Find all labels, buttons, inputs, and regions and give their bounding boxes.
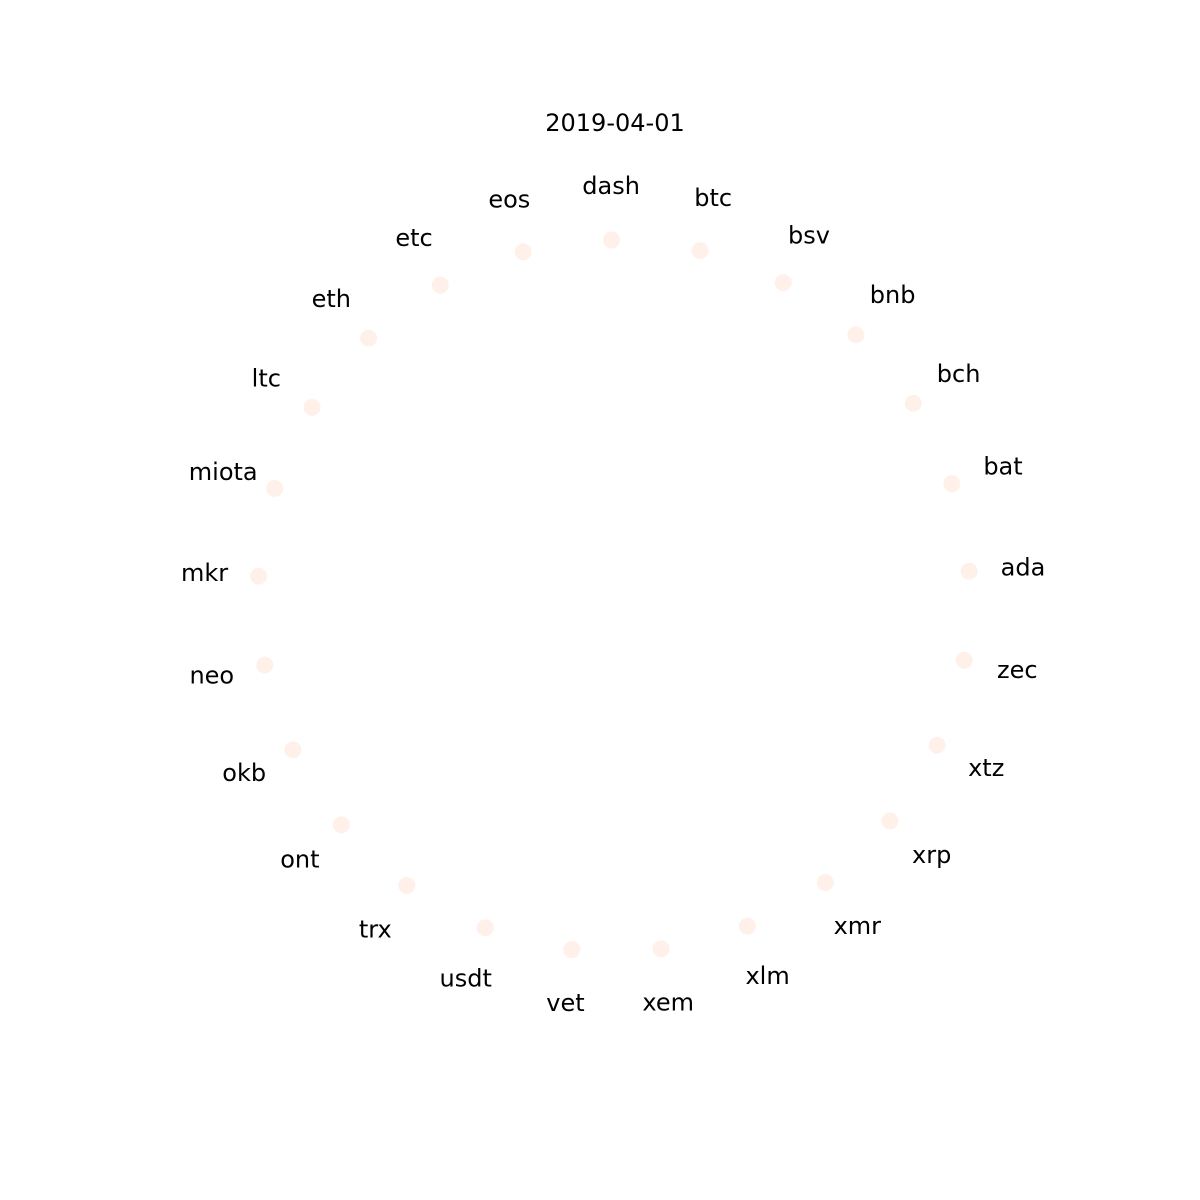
node-label-xmr: xmr	[834, 912, 882, 940]
node-miota	[266, 479, 284, 497]
node-label-miota: miota	[189, 458, 258, 486]
node-xrp	[881, 812, 899, 830]
node-xlm	[738, 917, 756, 935]
node-dash	[603, 231, 620, 249]
chart-title: 2019-04-01	[545, 109, 685, 137]
node-label-okb: okb	[222, 759, 266, 787]
labels-layer: btc bsv bnb bch bat ada zec xtz xrp xmr xlm xem vet u…	[181, 172, 1045, 1017]
node-okb	[284, 741, 302, 759]
node-label-neo: neo	[189, 662, 234, 690]
node-ada	[960, 562, 978, 580]
node-ltc	[303, 398, 321, 416]
node-label-btc: btc	[694, 184, 732, 212]
node-eos	[514, 243, 532, 261]
node-xtz	[928, 736, 946, 754]
node-vet	[563, 941, 581, 958]
node-label-ltc: ltc	[252, 365, 281, 393]
node-label-vet: vet	[546, 989, 584, 1017]
node-label-dash: dash	[582, 172, 640, 200]
nodes-layer	[250, 231, 978, 958]
node-bsv	[774, 274, 792, 292]
node-label-eth: eth	[312, 285, 351, 313]
node-label-bsv: bsv	[788, 221, 830, 249]
node-neo	[256, 656, 274, 674]
node-zec	[955, 651, 973, 669]
node-xmr	[816, 874, 834, 891]
node-label-etc: etc	[395, 224, 432, 252]
node-etc	[431, 276, 449, 294]
node-label-usdt: usdt	[440, 964, 492, 992]
node-label-mkr: mkr	[181, 559, 228, 587]
node-label-ada: ada	[1001, 553, 1046, 581]
node-label-zec: zec	[997, 656, 1038, 684]
node-label-bat: bat	[983, 453, 1022, 481]
node-trx	[398, 877, 416, 894]
node-bch	[904, 394, 922, 412]
node-btc	[691, 242, 709, 260]
node-bnb	[847, 326, 865, 344]
node-label-xlm: xlm	[745, 962, 789, 990]
node-bat	[943, 475, 961, 493]
node-ont	[332, 816, 350, 834]
node-label-eos: eos	[488, 186, 530, 214]
node-label-xem: xem	[642, 988, 694, 1016]
node-label-xrp: xrp	[912, 841, 951, 869]
node-label-bnb: bnb	[870, 281, 916, 309]
node-xem	[652, 940, 670, 958]
node-label-xtz: xtz	[968, 754, 1004, 782]
node-label-ont: ont	[280, 846, 319, 874]
node-usdt	[476, 919, 494, 937]
node-mkr	[250, 567, 268, 585]
node-label-trx: trx	[359, 915, 392, 943]
node-label-bch: bch	[937, 360, 981, 388]
node-eth	[360, 329, 377, 347]
